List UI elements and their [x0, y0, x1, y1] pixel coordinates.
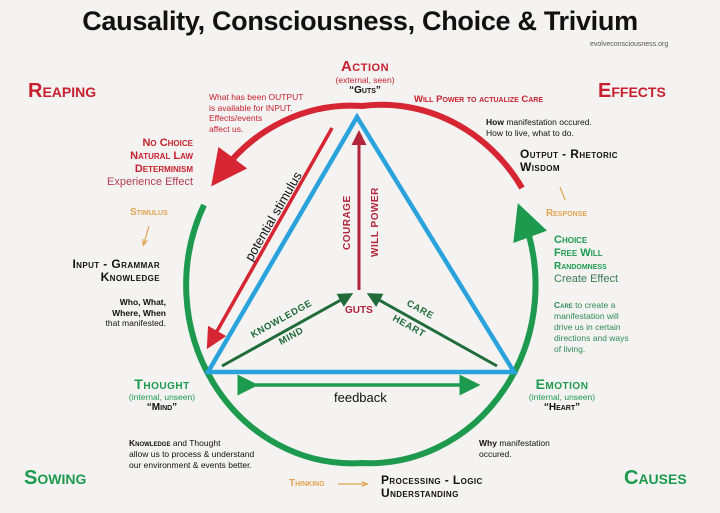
care-line: directions and ways [554, 333, 629, 343]
output-rhetoric-line: Output - Rhetoric [520, 147, 618, 161]
care-line: of living. [554, 344, 586, 354]
corner-causes: Causes [624, 467, 687, 489]
knowledge-rest: and Thought [170, 438, 221, 448]
how-line2: How to live, what to do. [486, 128, 574, 138]
thought-title: Thought [134, 376, 190, 392]
processing-logic: Processing - Logic Understanding [381, 474, 483, 500]
why-bold: Why [479, 438, 497, 448]
knowledge-line: our environment & events better. [129, 460, 252, 470]
that-manifested-line: that manifested. [105, 318, 166, 328]
understanding-line: Understanding [381, 486, 459, 500]
emotion-nick: “Heart” [543, 402, 581, 413]
heart-arrow [366, 293, 498, 368]
care-line: drive us in certain [554, 322, 621, 332]
potential-stimulus-label: potential stimulus [242, 169, 305, 264]
response-label: Response [546, 208, 588, 219]
input-grammar-line: Input - Grammar [72, 257, 160, 271]
who-what-line: Who, What, [119, 297, 166, 307]
note-line: is available for INPUT. [209, 102, 293, 113]
action-nick: “Guts” [349, 85, 381, 96]
green-cycle-arc [183, 203, 548, 467]
corner-reaping: Reaping [28, 80, 97, 102]
note-line: affect us. [209, 123, 244, 134]
no-choice-line: No Choice [142, 137, 193, 149]
feedback-label: feedback [334, 390, 387, 405]
note-will-power-care: Will Power to actualize Care [414, 94, 544, 105]
choice-block: Choice Free Will Randomness Create Effec… [554, 234, 618, 286]
node-thought: Thought (internal, unseen) “Mind” [122, 376, 202, 413]
wisdom-line: Wisdom [520, 160, 560, 174]
how-rest: manifestation occured. [503, 117, 592, 127]
thought-sub: (internal, unseen) [128, 392, 196, 402]
corner-effects: Effects [598, 80, 666, 102]
no-choice-block: No Choice Natural Law Determinism Experi… [90, 137, 193, 189]
note-who-what: Who, What, Where, When that manifested. [70, 297, 166, 329]
will-power-label: WILL POWER [370, 187, 381, 257]
input-grammar: Input - Grammar Knowledge [60, 258, 160, 284]
care-bold: Care [554, 300, 573, 310]
node-action: Action (external, seen) “Guts” [310, 58, 420, 96]
guts-label: GUTS [345, 305, 373, 316]
note-output-input: What has been OUTPUT is available for IN… [209, 92, 319, 134]
randomness-line: Randomness [554, 261, 607, 272]
emotion-title: Emotion [535, 376, 589, 392]
why-line2: occured. [479, 449, 512, 459]
experience-effect-line: Experience Effect [106, 176, 193, 188]
knowledge-line: Knowledge [100, 270, 160, 284]
site-credit: evolveconsciousness.org [590, 41, 669, 48]
why-rest: manifestation [496, 438, 550, 448]
potential-stimulus-arrow [206, 127, 334, 350]
note-line: Effects/events [209, 113, 263, 123]
note-line: What has been OUTPUT [209, 92, 304, 102]
choice-line: Choice [554, 234, 588, 246]
care-line: manifestation will [554, 311, 619, 321]
care-rest: to create a [572, 300, 616, 310]
output-rhetoric: Output - Rhetoric Wisdom [520, 148, 618, 174]
processing-logic-line: Processing - Logic [381, 473, 483, 487]
stimulus-label: Stimulus [130, 207, 168, 218]
note-how: How manifestation occured. How to live, … [486, 117, 592, 139]
emotion-sub: (internal, unseen) [528, 392, 596, 402]
action-title: Action [340, 58, 390, 75]
determinism-line: Determinism [134, 163, 193, 175]
thought-nick: “Mind” [146, 402, 178, 413]
blue-triangle [204, 112, 519, 375]
natural-law-line: Natural Law [130, 150, 193, 162]
page-title: Causality, Consciousness, Choice & Trivi… [82, 6, 638, 36]
red-cycle-arc [211, 101, 525, 190]
free-will-line: Free Will [554, 247, 603, 259]
note-care-to-create: Care to create a manifestation will driv… [554, 300, 629, 355]
note-knowledge-thought: Knowledge and Thought allow us to proces… [129, 438, 254, 471]
stimulus-arrow [144, 225, 150, 243]
thinking-label: Thinking [289, 478, 325, 489]
knowledge-line: allow us to process & understand [129, 449, 255, 459]
action-sub: (external, seen) [335, 75, 395, 85]
node-emotion: Emotion (internal, unseen) “Heart” [522, 376, 602, 413]
how-bold: How [486, 117, 504, 127]
courage-label: COURAGE [342, 195, 353, 250]
response-arrow [559, 186, 566, 201]
corner-sowing: Sowing [24, 467, 87, 489]
note-why: Why manifestation occured. [479, 438, 550, 460]
where-when-line: Where, When [112, 307, 166, 318]
mind-arrow [221, 293, 354, 368]
knowledge-bold: Knowledge [129, 438, 171, 448]
create-effect-line: Create Effect [554, 273, 618, 285]
